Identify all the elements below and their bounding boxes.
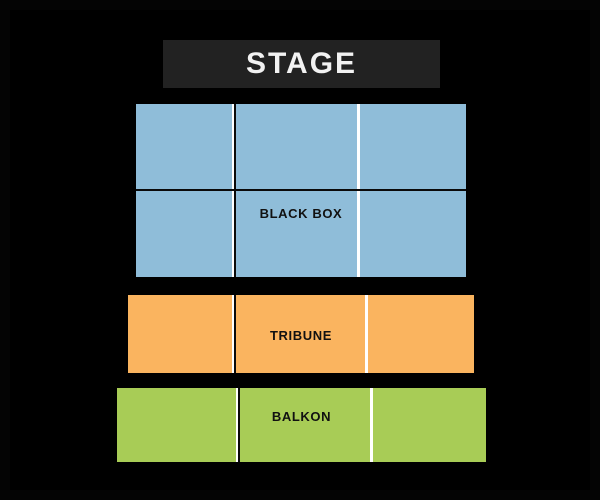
section-tribune-column-1[interactable] (128, 295, 232, 373)
stage-banner: STAGE (163, 40, 440, 88)
section-tribune-column-2[interactable] (236, 295, 365, 373)
section-black-box-column-1[interactable] (136, 104, 232, 277)
section-black-box-column-2[interactable] (236, 104, 357, 277)
section-tribune-divider-1 (232, 295, 236, 373)
section-balkon-divider-1 (236, 388, 240, 462)
section-balkon[interactable]: BALKON (117, 388, 486, 462)
section-tribune-divider-2 (365, 295, 368, 373)
section-balkon-column-3[interactable] (373, 388, 486, 462)
stage-label: STAGE (245, 47, 358, 80)
section-balkon-divider-2 (370, 388, 373, 462)
section-balkon-column-1[interactable] (117, 388, 236, 462)
section-tribune[interactable]: TRIBUNE (128, 295, 474, 373)
section-tribune-column-3[interactable] (368, 295, 474, 373)
section-black-box[interactable]: BLACK BOX (136, 104, 466, 277)
section-black-box-column-3[interactable] (360, 104, 466, 277)
section-balkon-column-2[interactable] (240, 388, 370, 462)
